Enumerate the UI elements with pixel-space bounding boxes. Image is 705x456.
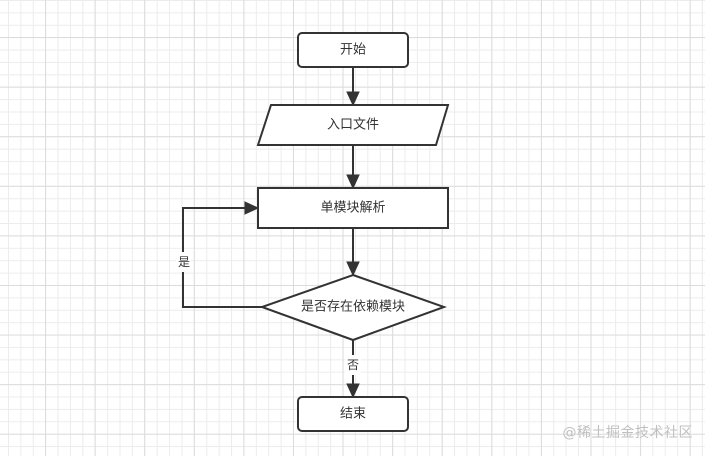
- node-process[interactable]: 单模块解析: [257, 187, 449, 229]
- terminator-shape[interactable]: [297, 32, 409, 68]
- node-input[interactable]: 入口文件: [256, 104, 450, 146]
- edge-label-yes: 是: [178, 255, 190, 269]
- node-decision-label: 是否存在依赖模块: [301, 300, 405, 315]
- arrow-right-icon: [244, 201, 260, 215]
- node-process-label: 单模块解析: [320, 201, 385, 216]
- edge-decision-to-process-yes: 是: [176, 201, 262, 308]
- arrow-down-icon: [346, 91, 360, 107]
- arrow-down-icon: [346, 174, 360, 190]
- watermark: @稀土掘金技术社区: [562, 425, 693, 441]
- node-input-label: 入口文件: [327, 118, 379, 133]
- edge-start-to-input: [346, 67, 360, 107]
- connector-line: [182, 207, 262, 308]
- edge-input-to-process: [346, 145, 360, 190]
- node-end-label: 结束: [340, 407, 366, 422]
- node-decision[interactable]: 是否存在依赖模块: [259, 273, 447, 342]
- node-end[interactable]: 结束: [297, 396, 409, 432]
- arrow-down-icon: [346, 383, 360, 399]
- input-output-shape[interactable]: [256, 104, 450, 146]
- terminator-shape[interactable]: [297, 396, 409, 432]
- process-shape[interactable]: [257, 187, 449, 229]
- decision-shape[interactable]: [259, 273, 447, 342]
- edge-process-to-decision: [346, 228, 360, 277]
- node-start-label: 开始: [340, 43, 366, 58]
- node-start[interactable]: 开始: [297, 32, 409, 68]
- edge-decision-to-end-no: 否: [345, 340, 361, 399]
- edge-label-background: [345, 355, 361, 375]
- arrow-down-icon: [346, 261, 360, 277]
- edge-label-no: 否: [347, 358, 359, 372]
- edge-label-background: [176, 252, 191, 272]
